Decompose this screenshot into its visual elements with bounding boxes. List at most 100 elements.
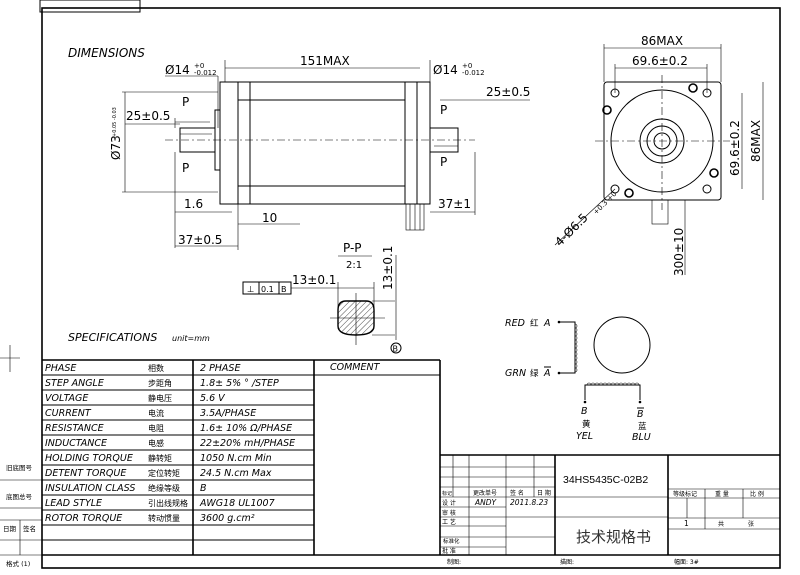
coil-a (574, 323, 578, 373)
section-mark-rear-top: P (440, 103, 447, 117)
rear-shaft-dia: Ø14 (433, 63, 458, 77)
tol-lower-rear: -0.012 (462, 69, 485, 77)
signature-label: 签 名 (510, 489, 524, 497)
grade-label: 等级标记 (673, 490, 697, 498)
wire-a-bar-label: A (543, 368, 551, 379)
title-block: 34HS5435C-02B2 技术规格书 标记 更改单号 签 名 日 期 设 计… (42, 454, 780, 566)
body-step: 10 (262, 211, 277, 225)
traced-label: 描图: (560, 558, 574, 566)
change-no-label: 更改单号 (473, 489, 497, 497)
wire-grn-cn: 绿 (530, 368, 539, 379)
front-shaft-dia: Ø14 (165, 63, 190, 77)
spec-name-cn: 电流 (148, 408, 164, 418)
spec-name: CURRENT (45, 408, 92, 419)
spec-name: DETENT TORQUE (45, 468, 126, 479)
spec-name: STEP ANGLE (45, 378, 104, 389)
rear-shaft-length: 25±0.5 (486, 85, 530, 99)
sheet-count: 1 (684, 519, 689, 528)
spec-name-cn: 绝缘等级 (148, 483, 180, 493)
spec-name: ROTOR TORQUE (45, 513, 122, 524)
specifications-heading: SPECIFICATIONS (68, 331, 157, 344)
sheet-unit-label: 张 (748, 520, 754, 528)
coil-b-lead (584, 384, 641, 400)
mount-holes: 4-Ø6.5 (552, 211, 591, 250)
pilot-dia-tolerance: +0.05 -0.03 (112, 107, 118, 137)
lead-wires-side (405, 203, 425, 231)
flat-height: 13±0.1 (381, 246, 395, 290)
spec-name: RESISTANCE (45, 423, 104, 434)
coil-b (586, 382, 640, 386)
spec-name: PHASE (45, 363, 76, 374)
designer-name: ANDY (474, 498, 498, 507)
document-title: 技术规格书 (576, 528, 651, 546)
old-drawing-no-label: 旧底图号 (6, 463, 33, 472)
spec-name-cn: 相数 (148, 363, 164, 373)
side-view: 151MAX Ø14 +0 -0.012 Ø14 +0 -0.012 Ø73 +… (109, 54, 530, 250)
spec-value: 1.8± 5% ° /STEP (200, 378, 279, 389)
spec-name-cn: 静转矩 (148, 453, 172, 463)
spec-name: VOLTAGE (45, 393, 88, 404)
wire-grn-label: GRN (505, 368, 526, 379)
section-title: P-P (343, 241, 362, 255)
spec-name-cn: 转动惯量 (148, 513, 180, 523)
rotor-circle (593, 316, 651, 374)
section-pp: P-P 2:1 ⊥ 0.1 B 13±0.1 13±0.1 B (242, 241, 402, 354)
left-date-label: 日期 (3, 525, 17, 533)
hole-pitch-horizontal: 69.6±0.2 (632, 54, 688, 68)
spec-name-cn: 步距角 (148, 378, 172, 388)
mount-holes-tol: +0.3 +0 (592, 190, 619, 217)
spec-value: B (200, 483, 207, 494)
section-mark-top: P (182, 95, 189, 109)
datum-b: B (393, 345, 399, 354)
drawn-label: 制图: (447, 558, 461, 566)
part-number: 34HS5435C-02B2 (563, 474, 648, 486)
front-width: 86MAX (641, 34, 683, 48)
lead-wires-front (651, 199, 669, 225)
spec-name-cn: 电感 (148, 438, 164, 448)
front-shaft-length: 25±0.5 (126, 109, 170, 123)
unit-label: unit=mm (172, 334, 210, 343)
spec-name: INDUCTANCE (45, 438, 107, 449)
ratio-label: 比 例 (750, 490, 764, 498)
spec-value: 2 PHASE (200, 363, 240, 374)
design-date: 2011.8.23 (510, 498, 548, 507)
lead-length: 300±10 (672, 228, 686, 276)
tol-value: 0.1 (261, 285, 274, 294)
pilot-dia: Ø73 (109, 135, 123, 160)
section-scale: 2:1 (346, 260, 362, 271)
rear-extension: 37±1 (438, 197, 471, 211)
process-label: 工 艺 (442, 518, 456, 526)
tol-upper: +0 (194, 62, 204, 70)
drawing-frame (0, 0, 781, 569)
left-strip: 旧底图号 底图总号 日期 签名 格式 (1) (0, 463, 42, 568)
left-format-label: 格式 (1) (6, 559, 30, 568)
coil-a-lead (559, 321, 576, 374)
section-mark-rear-bottom: P (440, 155, 447, 169)
front-height: 86MAX (749, 120, 763, 162)
approve-label: 批 准 (442, 547, 456, 555)
standard-label: 标准化 (443, 537, 460, 545)
wire-red-cn: 红 (530, 318, 539, 329)
wire-red-label: RED (505, 318, 525, 329)
length-dim: 151MAX (300, 54, 350, 68)
spec-row: STEP ANGLE 步距角 1.8± 5% ° /STEP (45, 378, 279, 389)
spec-name-cn: 引出线规格 (148, 498, 188, 508)
perpendicularity-icon: ⊥ (247, 285, 254, 295)
spec-value: 5.6 V (200, 393, 226, 404)
total-drawing-no-label: 底图总号 (6, 492, 33, 501)
spec-value: 1.6± 10% Ω/PHASE (200, 423, 292, 434)
weight-label: 重 量 (715, 490, 729, 498)
spec-value: AWG18 UL1007 (199, 498, 275, 509)
hole-pitch-vertical: 69.6±0.2 (728, 120, 742, 176)
spec-name-cn: 静电压 (148, 393, 172, 403)
spec-name: HOLDING TORQUE (45, 453, 133, 464)
